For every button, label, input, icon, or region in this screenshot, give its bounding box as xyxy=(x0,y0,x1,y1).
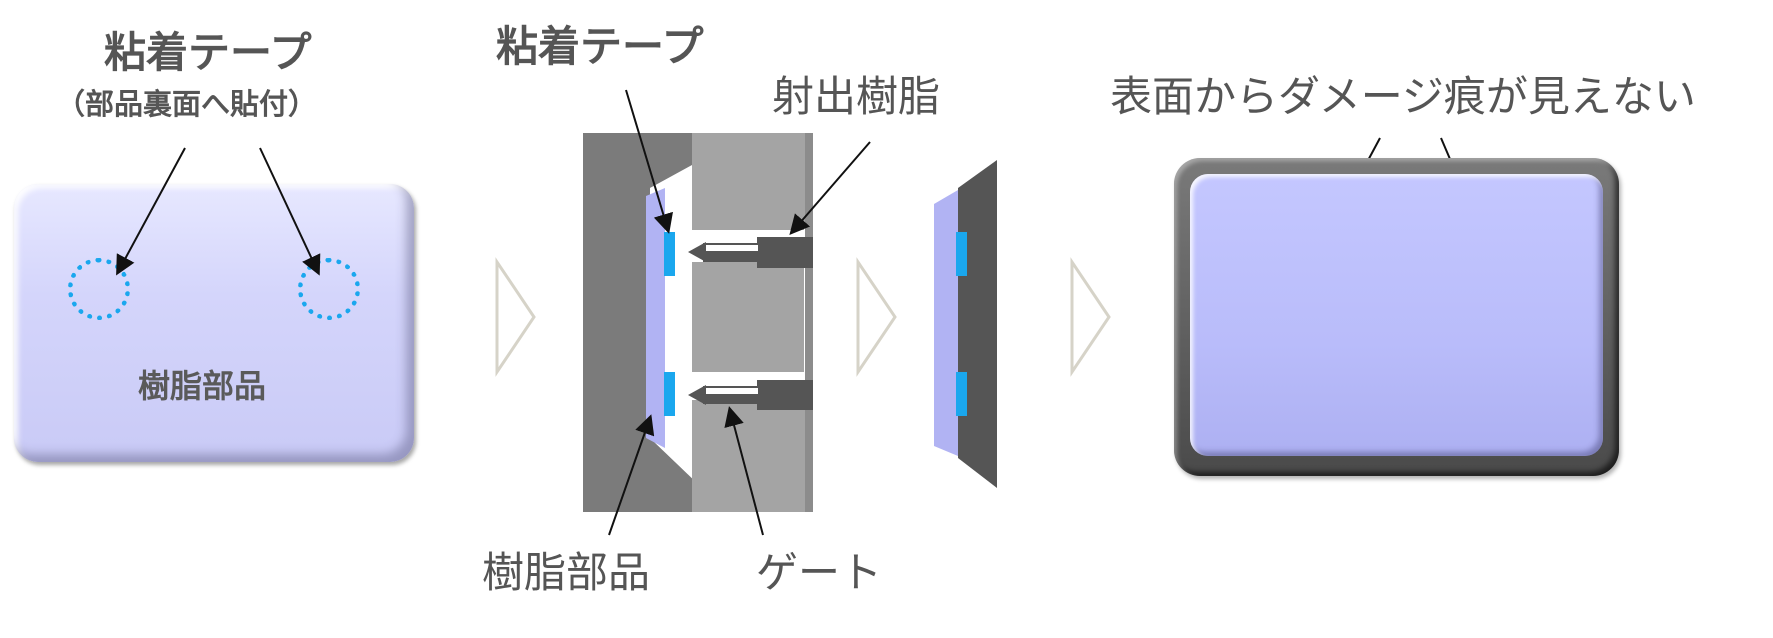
mold-tape-upper xyxy=(664,232,675,276)
step1-tape-title: 粘着テープ xyxy=(104,28,312,77)
flow-arrowhead-upper xyxy=(688,242,706,262)
pointer-arrow-icon xyxy=(116,147,186,276)
pointer-arrow-icon xyxy=(789,141,871,236)
mold-left-half xyxy=(583,133,700,512)
tape-spot-left xyxy=(68,258,130,320)
ejected-tape-upper xyxy=(956,232,967,276)
step-chevron-icon xyxy=(495,257,536,377)
step1-part-label: 樹脂部品 xyxy=(138,367,267,405)
mold-tape-lower xyxy=(664,372,675,416)
ejected-tape-lower xyxy=(956,372,967,416)
step2-part-label: 樹脂部品 xyxy=(482,548,651,597)
step2-tape-label: 粘着テープ xyxy=(496,22,704,71)
ejected-part-body xyxy=(934,190,958,456)
step-chevron-icon xyxy=(1070,257,1111,377)
pointer-arrow-icon xyxy=(608,414,655,536)
flow-arrowhead-lower xyxy=(688,385,706,405)
molded-resin-part xyxy=(646,188,665,448)
step4-result-label: 表面からダメージ痕が見えない xyxy=(1110,72,1696,121)
step2-gate-label: ゲート xyxy=(756,548,883,597)
tape-spot-right xyxy=(298,258,360,320)
step1-tape-subtitle: （部品裏面へ貼付） xyxy=(56,87,318,121)
finished-product-surface xyxy=(1190,174,1603,456)
pointer-arrow-icon xyxy=(259,147,321,276)
mold-core-block-mid xyxy=(692,262,804,372)
mold-core-block-low xyxy=(692,404,804,444)
resin-part-card: 樹脂部品 xyxy=(14,184,414,462)
injection-channel-lower xyxy=(703,380,813,410)
pointer-arrow-icon xyxy=(625,89,673,234)
mold-right-edge xyxy=(805,133,813,512)
pointer-arrow-icon xyxy=(724,406,764,536)
step2-resin-label: 射出樹脂 xyxy=(772,72,941,121)
finished-product-frame xyxy=(1174,158,1619,476)
injection-channel-upper xyxy=(703,237,813,268)
ejected-part-resin xyxy=(958,160,997,488)
step-chevron-icon xyxy=(856,257,897,377)
mold-core-block xyxy=(692,200,804,230)
